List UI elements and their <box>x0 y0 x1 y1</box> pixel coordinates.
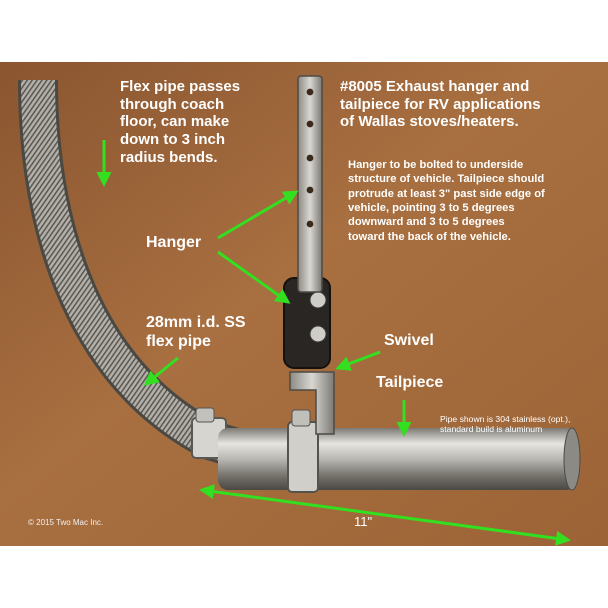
tailpiece-label: Tailpiece <box>376 374 444 391</box>
product-photo <box>0 62 608 546</box>
instructions-line: structure of vehicle. Tailpiece should <box>348 173 545 186</box>
copyright: © 2015 Two Mac Inc. <box>28 518 104 527</box>
flex-pipe-arrow <box>143 356 179 386</box>
flex-pipe-label: 28mm i.d. SS flex pipe <box>146 314 246 352</box>
instructions: Hanger to be bolted to underside structu… <box>348 158 545 244</box>
hanger-strap <box>297 75 323 293</box>
flex-note-line: floor, can make <box>120 113 230 131</box>
flex-note-line: down to 3 inch <box>120 131 225 149</box>
pipe-note-line: Pipe shown is 304 stainless (opt.), <box>440 414 571 424</box>
instructions-line: Hanger to be bolted to underside <box>348 159 524 171</box>
instructions-line: downward and 3 to 5 degrees <box>348 216 505 229</box>
flex-pipe-line: flex pipe <box>146 332 211 350</box>
length-arrow <box>199 484 571 546</box>
instructions-line: protrude at least 3" past side edge of <box>348 187 545 200</box>
swivel-label: Swivel <box>384 332 434 349</box>
pipe-note-line: standard build is aluminum <box>440 424 543 435</box>
flex-pipe-line: 28mm i.d. SS <box>146 314 246 331</box>
product-title: #8005 Exhaust hanger and tailpiece for R… <box>340 78 541 131</box>
pipe-note: Pipe shown is 304 stainless (opt.), stan… <box>440 414 570 435</box>
tailpiece-tube <box>218 428 576 490</box>
title-line: tailpiece for RV applications <box>340 95 541 113</box>
instructions-line: vehicle, pointing 3 to 5 degrees <box>348 201 515 214</box>
title-line: of Wallas stoves/heaters. <box>340 113 519 131</box>
flex-note-line: Flex pipe passes <box>120 78 241 95</box>
flex-note: Flex pipe passes through coach floor, ca… <box>120 78 240 166</box>
title-line: #8005 Exhaust hanger and <box>340 78 530 95</box>
hanger-arrow-swivel <box>217 250 291 304</box>
flex-note-line: through coach <box>120 95 225 113</box>
swivel-arrow <box>335 350 381 371</box>
flex-note-line: radius bends. <box>120 148 218 166</box>
swivel-bracket <box>289 371 335 435</box>
hanger-label: Hanger <box>146 234 202 251</box>
instructions-line: toward the back of the vehicle. <box>348 230 511 243</box>
length-label: 11" <box>354 514 373 529</box>
hanger-arrow-strap <box>217 190 299 240</box>
